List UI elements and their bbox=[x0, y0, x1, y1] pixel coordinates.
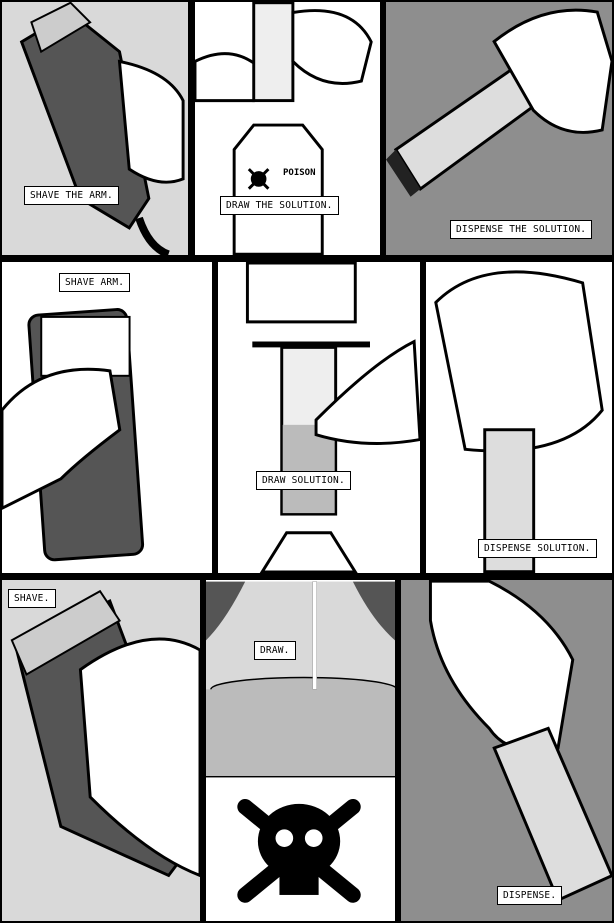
fist-syringe-illustration bbox=[434, 270, 604, 573]
clipper-hand-illustration bbox=[2, 308, 145, 562]
caption: DRAW. bbox=[254, 641, 296, 660]
panel-shave-arm: SHAVE ARM. bbox=[0, 260, 214, 575]
syringe-hand-illustration bbox=[428, 580, 612, 903]
caption: DRAW SOLUTION. bbox=[256, 471, 351, 490]
caption: SHAVE THE ARM. bbox=[24, 186, 119, 205]
panel-shave-the-arm: SHAVE THE ARM. bbox=[0, 0, 190, 257]
caption: DRAW THE SOLUTION. bbox=[220, 196, 339, 215]
panel-draw-the-solution: POISON DRAW THE SOLUTION. bbox=[193, 0, 382, 257]
panel-shave: SHAVE. bbox=[0, 578, 202, 923]
caption: DISPENSE SOLUTION. bbox=[478, 539, 597, 558]
bottle-poison-illustration bbox=[206, 581, 395, 920]
panel-draw: DRAW. bbox=[204, 578, 397, 923]
panel-dispense: DISPENSE. bbox=[399, 578, 614, 923]
clipper-hand-illustration bbox=[10, 589, 200, 878]
bottle-label: POISON bbox=[283, 168, 316, 178]
panel-draw-solution: DRAW SOLUTION. bbox=[216, 260, 422, 575]
panel-dispense-solution: DISPENSE SOLUTION. bbox=[424, 260, 614, 575]
caption: DISPENSE. bbox=[497, 886, 563, 905]
syringe-hand-illustration bbox=[386, 8, 612, 197]
caption: SHAVE ARM. bbox=[59, 273, 131, 292]
syringe-bottle-illustration bbox=[195, 2, 373, 255]
panel-dispense-the-solution: DISPENSE THE SOLUTION. bbox=[384, 0, 614, 257]
syringe-bottle-illustration bbox=[245, 262, 420, 573]
clipper-hand-illustration bbox=[19, 2, 185, 255]
caption: DISPENSE THE SOLUTION. bbox=[450, 220, 593, 239]
caption: SHAVE. bbox=[8, 589, 56, 608]
